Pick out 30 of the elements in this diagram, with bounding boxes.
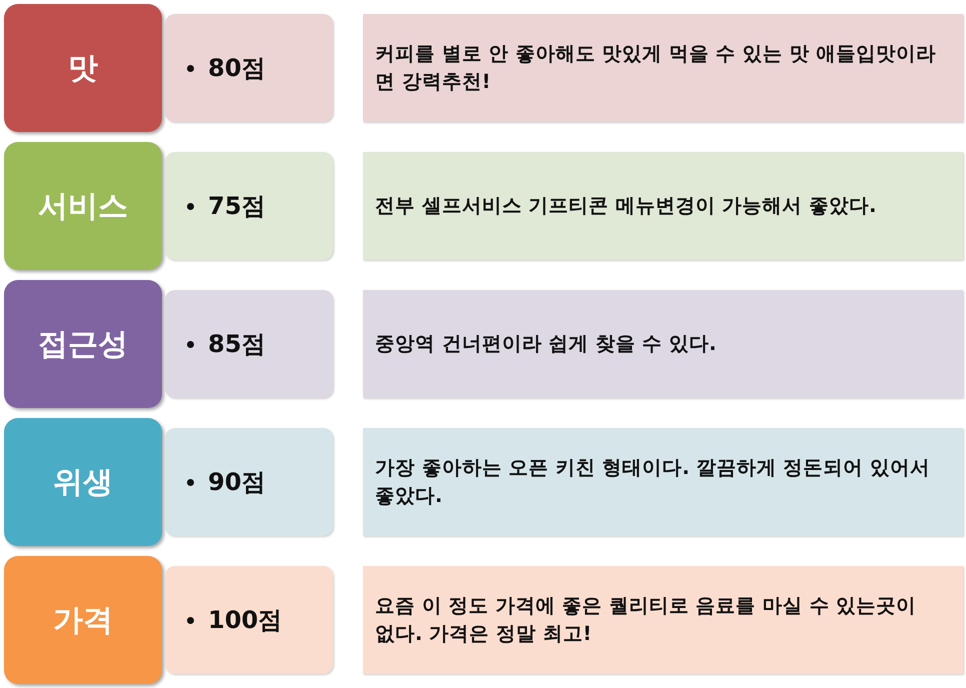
- comment-panel: [363, 152, 963, 260]
- score-text: 100점: [208, 605, 282, 636]
- category-label: 맛: [68, 50, 98, 88]
- category-box: [4, 556, 162, 684]
- comment-text: 커피를 별로 안 좋아해도 맛있게 먹을 수 있는 맛 애들입맛이라면 강력추천!: [375, 40, 937, 95]
- score-panel: [165, 14, 333, 122]
- score-panel: [165, 152, 333, 260]
- comment-panel: [363, 428, 963, 536]
- comment-panel: [363, 14, 963, 122]
- comment-text: 중앙역 건너편이라 쉽게 찾을 수 있다.: [375, 330, 716, 357]
- score-text: 90점: [208, 467, 266, 498]
- score-panel: [165, 290, 333, 398]
- score-panel: [165, 428, 333, 536]
- score-text: 75점: [208, 191, 266, 222]
- comment-panel: [363, 290, 963, 398]
- comment-text: 가장 좋아하는 오픈 키친 형태이다. 깔끔하게 정돈되어 있어서 좋았다.: [375, 454, 931, 509]
- category-label: 위생: [53, 464, 113, 502]
- score-panel: [165, 566, 333, 674]
- category-label: 접근성: [38, 326, 128, 364]
- category-box: [4, 280, 162, 408]
- comment-text: 요즘 이 정도 가격에 좋은 퀄리티로 음료를 마실 수 있는곳이 없다. 가격은 정말 최고!: [375, 592, 918, 647]
- category-label: 서비스: [38, 188, 128, 226]
- score-text: 85점: [208, 329, 266, 360]
- category-box: [4, 418, 162, 546]
- category-label: 가격: [53, 602, 113, 640]
- score-text: 80점: [208, 53, 266, 84]
- comment-text: 전부 셀프서비스 기프티콘 메뉴변경이 가능해서 좋았다.: [375, 192, 876, 219]
- comment-panel: [363, 566, 963, 674]
- category-box: [4, 142, 162, 270]
- category-box: [4, 4, 162, 132]
